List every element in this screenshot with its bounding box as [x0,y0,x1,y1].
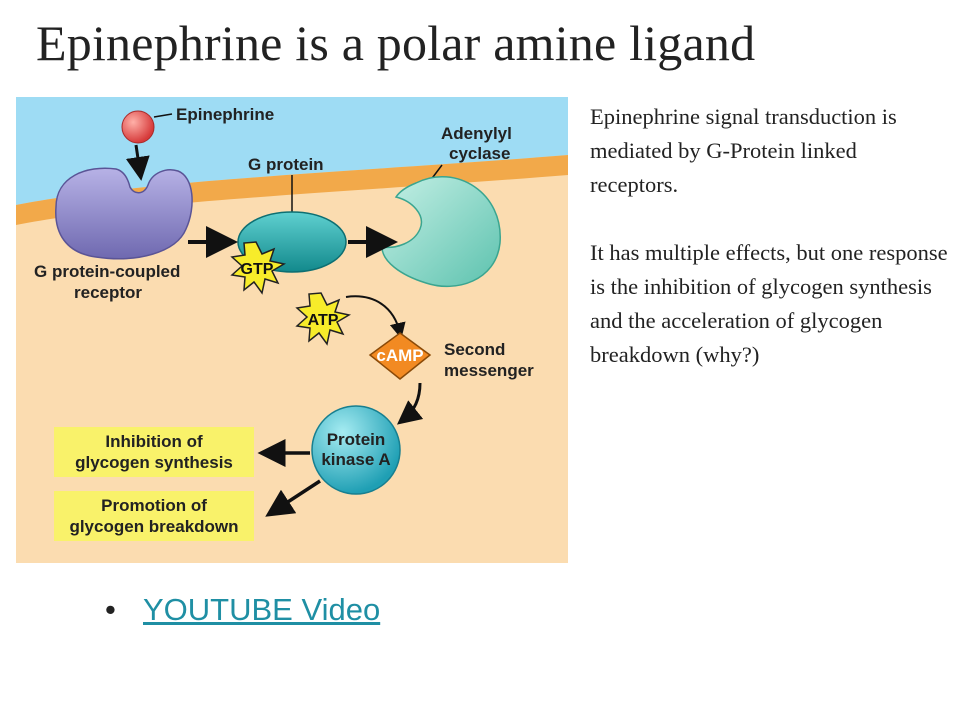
label-adenylyl-line1: Adenylyl [441,124,512,143]
outcome-promotion-line1: Promotion of [101,496,207,515]
epinephrine-molecule [121,110,155,144]
outcome-promotion-line2: glycogen breakdown [69,517,238,536]
label-pka-line2: kinase A [321,450,390,469]
paragraph-mechanism: Epinephrine signal transduction is media… [590,104,897,197]
label-gpcr-line2: receptor [74,283,142,302]
ligand-binding-arrow [125,144,150,181]
label-pka-line1: Protein [327,430,386,449]
outcome-inhibition-line1: Inhibition of [105,432,203,451]
camp-diamond [368,332,432,380]
bullet-dot: • [105,592,116,627]
slide-title: Epinephrine is a polar amine ligand [36,15,756,71]
adenylyl-cyclase [381,176,501,287]
label-epinephrine: Epinephrine [176,105,274,124]
youtube-video-link[interactable]: YOUTUBE Video [143,592,381,627]
outcome-inhibition-line2: glycogen synthesis [75,453,233,472]
label-atp: ATP [308,312,339,329]
label-adenylyl-line2: cyclase [449,144,510,163]
g-protein-coupled-receptor [55,167,193,260]
outcome-box-promotion [54,491,254,541]
protein-kinase-a [311,405,401,495]
signal-transduction-diagram: Epinephrine G protein GTP Adenylyl cycla… [16,97,568,563]
atp-starburst [295,292,352,346]
paragraph-effects: It has multiple effects, but one respons… [590,240,948,367]
side-explanation: Epinephrine signal transduction is media… [590,100,950,406]
label-second-line2: messenger [444,361,534,380]
label-camp: cAMP [376,346,423,365]
atp-to-camp-arrow [345,295,406,339]
label-g-protein: G protein [248,155,324,174]
epinephrine-leader-line [153,113,173,118]
outcome-box-inhibition [54,427,254,477]
label-gpcr-line1: G protein-coupled [34,262,180,281]
pka-to-promotion-arrow [265,479,321,517]
label-second-line1: Second [444,340,505,359]
bullet-list-item: • YOUTUBE Video [105,592,380,628]
label-gtp: GTP [241,261,274,278]
gtp-starburst [230,241,287,295]
camp-to-pka-arrow [396,382,424,425]
